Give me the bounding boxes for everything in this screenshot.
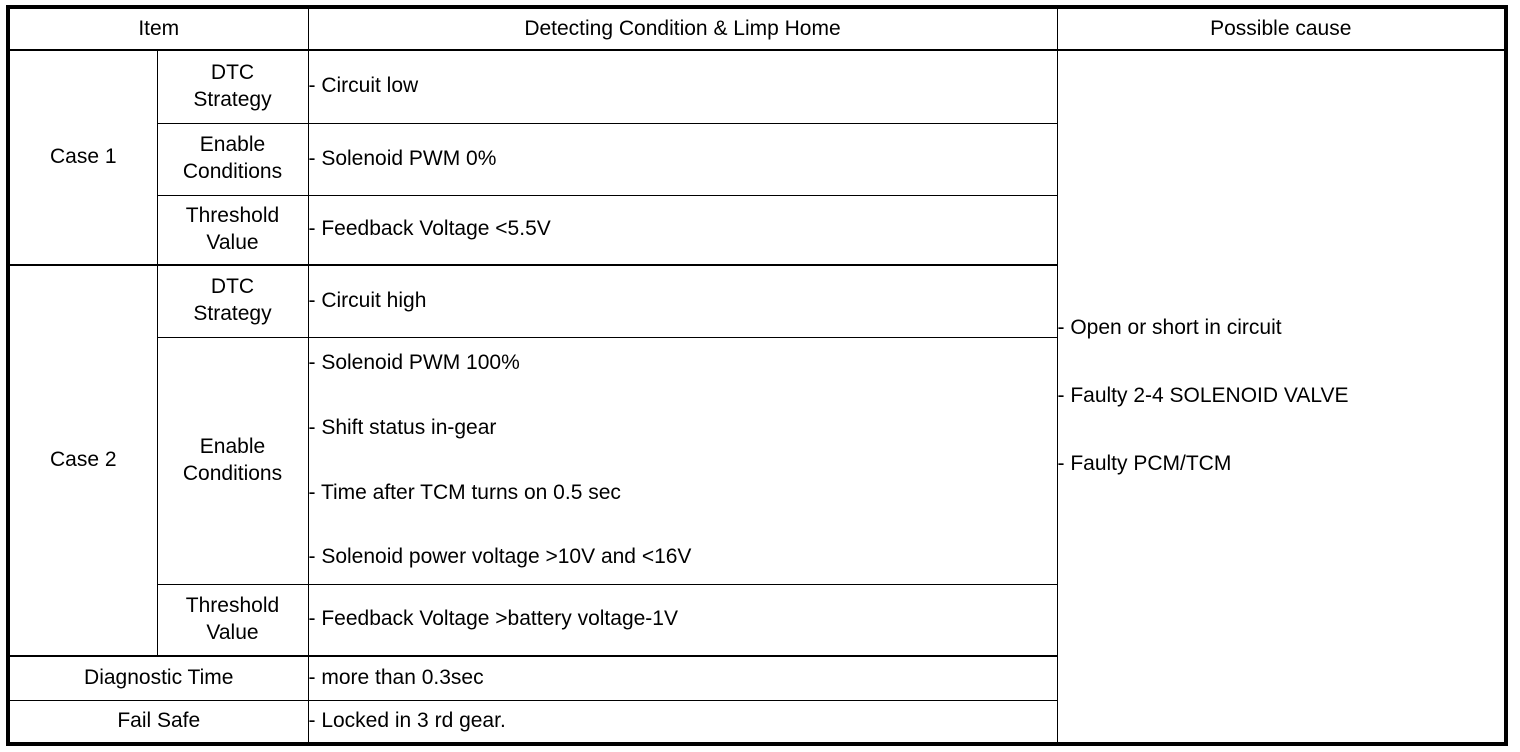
table-row: Enable Conditions - Solenoid PWM 0% [8,122,1506,196]
case2-enable-conditions-value: - Solenoid PWM 100% - Shift status in-ge… [307,336,1058,585]
possible-cause-cell: - Open or short in circuit - Faulty 2-4 … [1056,49,1507,745]
case1-label: Case 1 [7,49,158,266]
table-row: Diagnostic Time - more than 0.3sec [7,655,1506,701]
enable-conditions-line2: Conditions [182,461,283,485]
possible-cause-item-1: - Open or short in circuit [1057,316,1282,340]
table-header-row: Item Detecting Condition & Limp Home Pos… [7,6,1507,51]
fail-safe-value: - Locked in 3 rd gear. [307,699,1058,745]
threshold-value-line2: Value [206,230,259,254]
threshold-value-line1: Threshold [185,593,280,617]
table-row: Case 2 DTC Strategy - Circuit high [7,264,1506,657]
dtc-strategy-line2: Strategy [193,87,272,111]
case2-enable-item-3: - Time after TCM turns on 0.5 sec [308,480,621,504]
enable-conditions-line1: Enable [199,434,266,458]
case2-threshold-value-label: Threshold Value [156,583,309,657]
enable-conditions-line1: Enable [199,133,266,157]
case2-label: Case 2 [7,264,158,657]
case2-threshold-value-value: - Feedback Voltage >battery voltage-1V [307,583,1058,657]
threshold-value-line1: Threshold [185,203,280,227]
case2-enable-item-2: - Shift status in-gear [308,415,497,439]
case1-dtc-strategy-value: - Circuit low [307,49,1058,124]
header-item: Item [7,6,309,51]
case1-threshold-value-label: Threshold Value [156,194,309,266]
table-row: Threshold Value - Feedback Voltage >batt… [8,583,1506,657]
header-possible-cause: Possible cause [1056,6,1507,51]
case1-enable-conditions-value: - Solenoid PWM 0% [307,122,1058,196]
case1-threshold-value-value: - Feedback Voltage <5.5V [307,194,1058,266]
enable-conditions-line2: Conditions [182,160,283,183]
dtc-diagnostic-table: Item Detecting Condition & Limp Home Pos… [6,5,1508,746]
threshold-value-line2: Value [206,620,259,644]
fail-safe-label: Fail Safe [7,699,309,745]
case2-dtc-strategy-value: - Circuit high [307,264,1058,338]
table-row: Case 1 DTC Strategy - Circuit low - Open… [7,49,1507,745]
case1-dtc-strategy-label: DTC Strategy [156,49,309,124]
table-row: Fail Safe - Locked in 3 rd gear. [7,699,1506,745]
dtc-strategy-line1: DTC [210,60,255,84]
diagnostic-time-value: - more than 0.3sec [307,655,1058,701]
case1-enable-conditions-label: Enable Conditions [156,122,309,196]
header-detecting-condition: Detecting Condition & Limp Home [307,6,1058,51]
possible-cause-item-2: - Faulty 2-4 SOLENOID VALVE [1057,384,1349,408]
case2-enable-conditions-label: Enable Conditions [156,336,309,585]
case2-enable-item-1: - Solenoid PWM 100% [308,350,520,374]
dtc-strategy-line1: DTC [210,275,255,299]
case2-enable-item-4: - Solenoid power voltage >10V and <16V [308,545,692,569]
dtc-strategy-line2: Strategy [193,302,272,326]
table-row: Threshold Value - Feedback Voltage <5.5V [8,194,1506,266]
diagnostic-time-label: Diagnostic Time [7,655,309,701]
possible-cause-item-3: - Faulty PCM/TCM [1057,451,1232,475]
table-row: Enable Conditions - Solenoid PWM 100% - … [8,336,1506,585]
case2-dtc-strategy-label: DTC Strategy [156,264,309,338]
